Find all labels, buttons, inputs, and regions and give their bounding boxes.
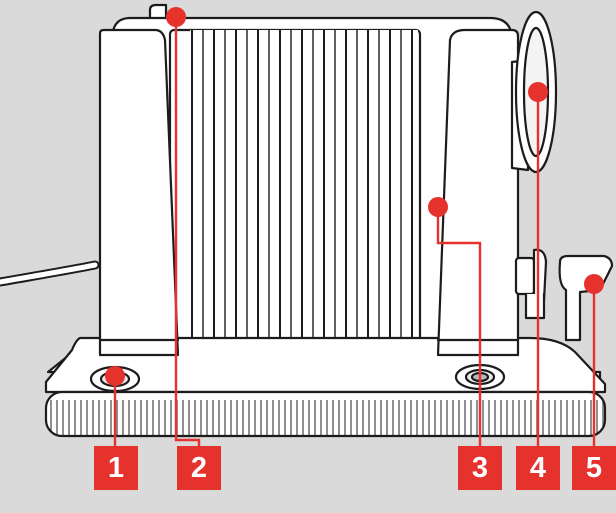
- dot-3: [428, 197, 448, 217]
- base-knurled-edge: [44, 390, 607, 438]
- side-mechanism: [514, 248, 548, 320]
- leader-3: [436, 207, 482, 446]
- device-drawing: [0, 3, 614, 438]
- callout-badge-1: 1: [94, 446, 138, 490]
- side-pillar-right: [436, 28, 520, 357]
- callout-badge-5: 5: [572, 446, 616, 490]
- bracket-clip: [558, 254, 614, 342]
- dot-1: [105, 366, 125, 386]
- dot-2: [166, 7, 186, 27]
- heat-sink-fins: [190, 30, 418, 360]
- heat-sink: [168, 28, 422, 369]
- power-cable-core: [0, 262, 98, 285]
- callout-badge-3: 3: [458, 446, 502, 490]
- callout-leaders: [113, 17, 596, 446]
- dot-4: [528, 82, 548, 102]
- callout-dots: [105, 7, 604, 386]
- callout-badge-4: 4: [516, 446, 560, 490]
- leader-2: [174, 17, 201, 446]
- callout-badge-2: 2: [177, 446, 221, 490]
- side-pillar-left: [98, 28, 180, 357]
- dot-5: [584, 274, 604, 294]
